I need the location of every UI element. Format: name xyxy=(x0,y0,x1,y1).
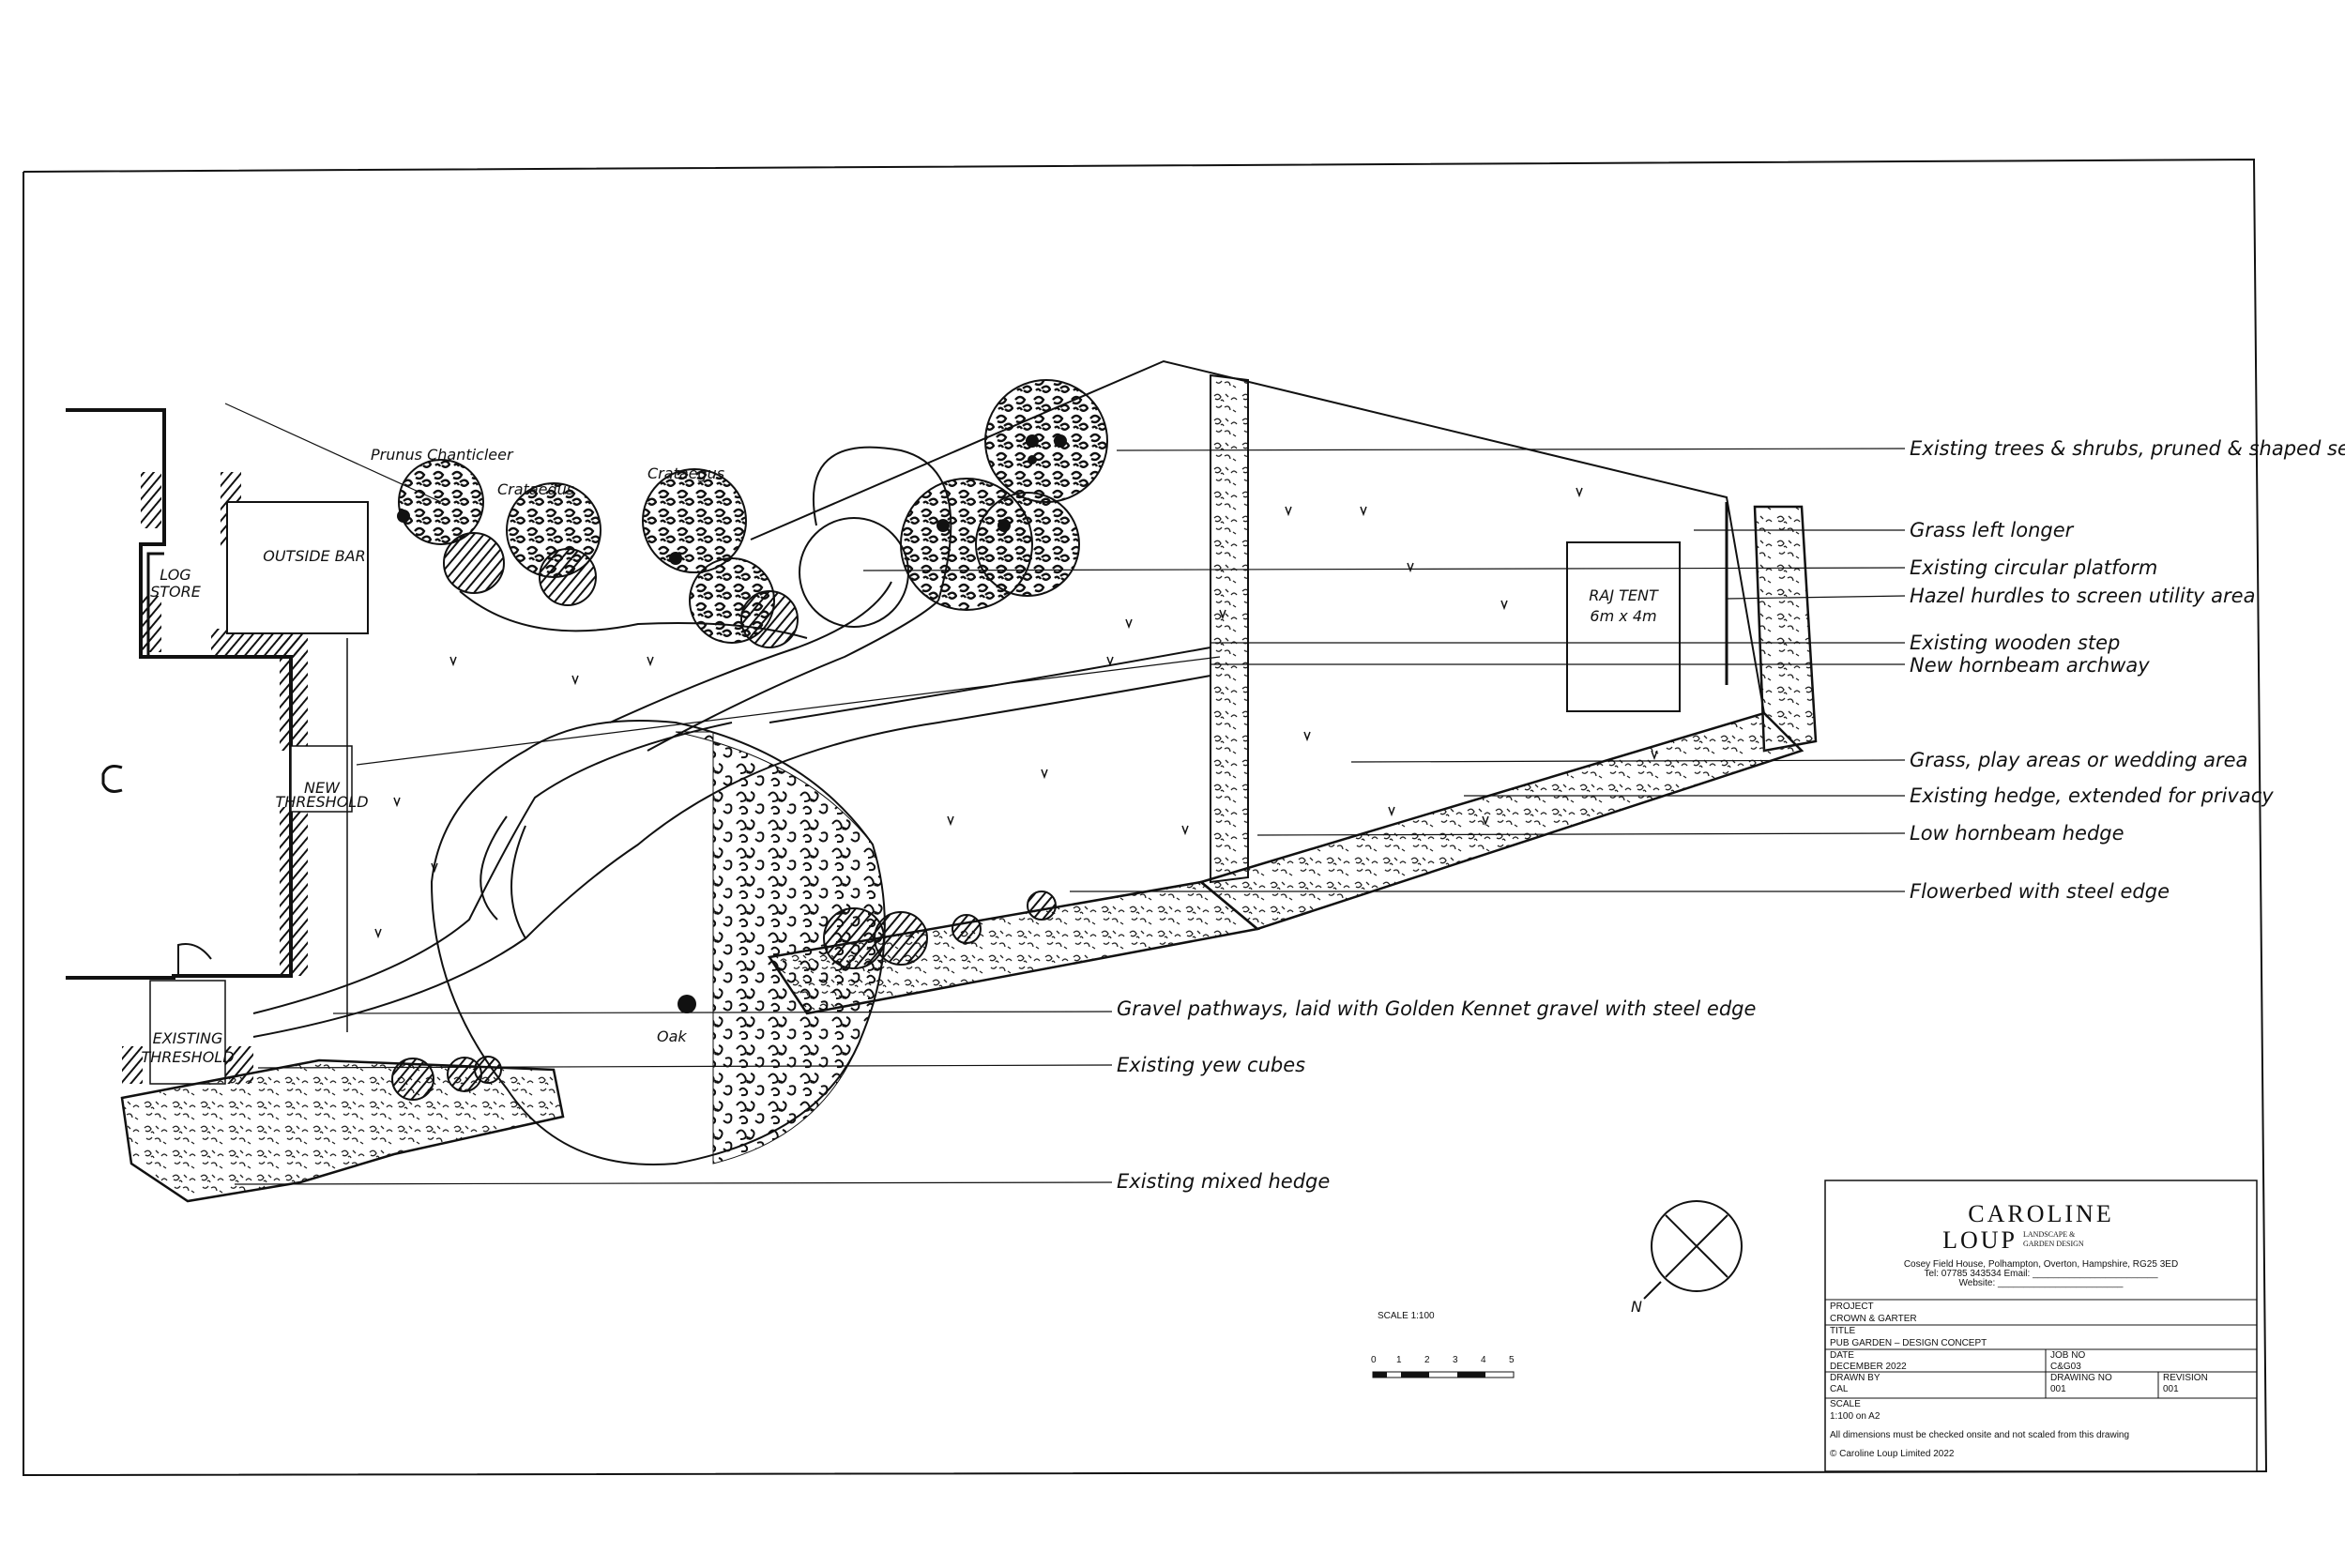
company-name-2: LOUP xyxy=(1942,1226,2018,1254)
svg-text:2: 2 xyxy=(1424,1355,1430,1365)
svg-text:SCALE: SCALE xyxy=(1830,1399,1861,1409)
annotation-existing-hedge: Existing hedge, extended for privacy xyxy=(1910,784,2274,807)
tent-label: RAJ TENT xyxy=(1589,586,1659,604)
revision-number: 001 xyxy=(2163,1384,2179,1394)
annotation-low-hornbeam: Low hornbeam hedge xyxy=(1910,822,2124,845)
annotation-existing-trees: Existing trees & shrubs, pruned & shaped… xyxy=(1910,437,2345,460)
gravel-pathways xyxy=(252,581,1211,1038)
hornbeam-archway xyxy=(1210,373,1249,884)
annotation-grass-longer: Grass left longer xyxy=(1910,519,2075,541)
company-website: Website: ________________________ xyxy=(1959,1278,2124,1288)
svg-text:DRAWN BY: DRAWN BY xyxy=(1830,1373,1881,1383)
svg-text:0: 0 xyxy=(1371,1355,1377,1365)
annotations: Existing trees & shrubs, pruned & shaped… xyxy=(1117,437,2345,1193)
drawn-by: CAL xyxy=(1830,1384,1849,1394)
boundary-line xyxy=(750,359,1765,714)
raj-tent xyxy=(1566,541,1681,712)
circular-platform xyxy=(799,517,909,628)
dimension-note: All dimensions must be checked onsite an… xyxy=(1830,1430,2129,1440)
annotation-hazel-hurdles: Hazel hurdles to screen utility area xyxy=(1910,585,2255,607)
grass-tufts xyxy=(374,487,1658,939)
existing-threshold-label-2: THRESHOLD xyxy=(141,1048,234,1066)
svg-text:4: 4 xyxy=(1481,1355,1486,1365)
log-store-label: LOG xyxy=(160,566,190,584)
new-threshold-label-2: THRESHOLD xyxy=(275,793,368,811)
north-arrow: N xyxy=(1631,1200,1743,1316)
prunus-label: Prunus Chanticleer xyxy=(371,446,514,464)
annotation-mixed-hedge: Existing mixed hedge xyxy=(1117,1170,1330,1193)
crataegus-label-1: Crataegus xyxy=(497,480,574,498)
tent-size-label: 6m x 4m xyxy=(1590,607,1656,625)
svg-text:1: 1 xyxy=(1396,1355,1402,1365)
svg-text:PROJECT: PROJECT xyxy=(1830,1302,1874,1312)
svg-text:REVISION: REVISION xyxy=(2163,1373,2208,1383)
annotation-hornbeam-archway: New hornbeam archway xyxy=(1910,654,2150,677)
drawing-title: PUB GARDEN – DESIGN CONCEPT xyxy=(1830,1338,1987,1348)
drawing-date: DECEMBER 2022 xyxy=(1830,1362,1907,1372)
long-hedge-lower xyxy=(120,711,1804,1203)
scale-bar-label: SCALE 1:100 xyxy=(1378,1311,1435,1321)
building-outline xyxy=(66,408,369,1085)
tree-labels: Prunus Chanticleer Crataegus Crataegus O… xyxy=(371,446,724,1045)
company-tagline-2: GARDEN DESIGN xyxy=(2023,1240,2084,1248)
annotation-grass-play-areas: Grass, play areas or wedding area xyxy=(1910,749,2247,771)
annotation-wooden-step: Existing wooden step xyxy=(1910,632,2120,654)
company-address: Cosey Field House, Polhampton, Overton, … xyxy=(1904,1259,2178,1270)
svg-text:DATE: DATE xyxy=(1830,1350,1854,1361)
drawing-scale: 1:100 on A2 xyxy=(1830,1411,1881,1422)
annotation-flowerbed: Flowerbed with steel edge xyxy=(1910,880,2170,903)
oak-label: Oak xyxy=(657,1028,687,1045)
annotation-circular-platform: Existing circular platform xyxy=(1910,556,2157,579)
log-store-label-2: STORE xyxy=(150,583,202,601)
annotation-gravel-pathways: Gravel pathways, laid with Golden Kennet… xyxy=(1117,997,1756,1020)
building-labels: LOG STORE OUTSIDE BAR NEW THRESHOLD EXIS… xyxy=(141,547,368,1066)
svg-text:TITLE: TITLE xyxy=(1830,1326,1856,1336)
scale-bar: SCALE 1:100 0 1 2 3 4 5 xyxy=(1371,1311,1515,1378)
annotation-yew-cubes: Existing yew cubes xyxy=(1117,1054,1305,1076)
sheet-border xyxy=(23,158,2268,1477)
leader-lines xyxy=(224,403,1906,1185)
svg-text:DRAWING NO: DRAWING NO xyxy=(2050,1373,2112,1383)
company-contact: Tel: 07785 343534 Email: _______________… xyxy=(1924,1269,2158,1279)
svg-text:5: 5 xyxy=(1509,1355,1515,1365)
svg-text:JOB NO: JOB NO xyxy=(2050,1350,2085,1361)
new-threshold-label: NEW xyxy=(304,779,341,797)
drawing-number: 001 xyxy=(2050,1384,2066,1394)
copyright-note: © Caroline Loup Limited 2022 xyxy=(1830,1449,1955,1459)
company-name: CAROLINE xyxy=(1968,1200,2113,1227)
north-label: N xyxy=(1631,1298,1642,1316)
crataegus-label-2: Crataegus xyxy=(647,464,724,482)
outside-bar-label: OUTSIDE BAR xyxy=(263,547,366,565)
title-block: CAROLINE LOUP LANDSCAPE & GARDEN DESIGN … xyxy=(1824,1180,2258,1472)
project-name: CROWN & GARTER xyxy=(1830,1314,1917,1324)
existing-threshold-label: EXISTING xyxy=(153,1029,223,1047)
company-tagline: LANDSCAPE & xyxy=(2023,1230,2076,1239)
job-number: C&G03 xyxy=(2050,1362,2081,1372)
svg-text:3: 3 xyxy=(1453,1355,1458,1365)
